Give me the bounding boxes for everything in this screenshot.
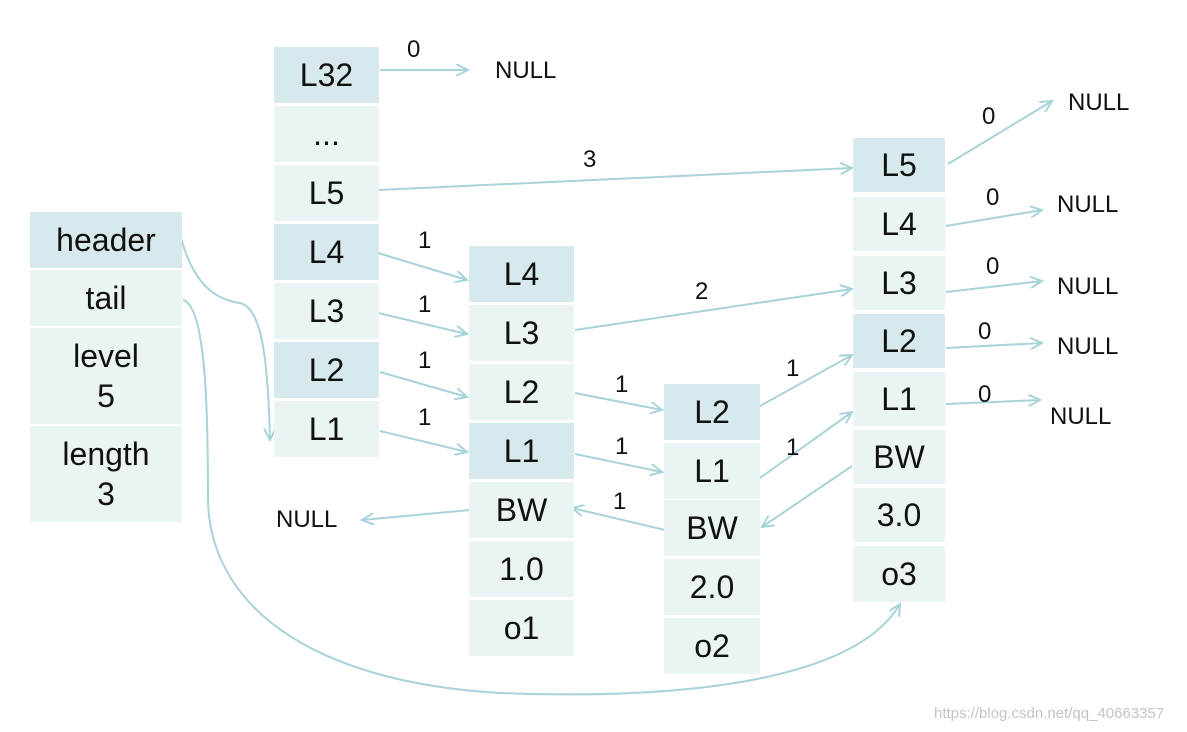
node1-level-1: L1	[469, 423, 574, 479]
node1-level-3: L3	[469, 305, 574, 361]
null-header-l32: NULL	[495, 57, 557, 84]
arrow-header-l5-node3	[377, 168, 852, 191]
header-node-level-5: L5	[274, 165, 379, 221]
null-node3-l3: NULL	[1057, 273, 1119, 300]
node1-level-2: L2	[469, 364, 574, 420]
arrow-node1-l1-node2	[574, 453, 662, 472]
arrow-node1-l3-node3	[574, 289, 852, 331]
node1-score: 1.0	[469, 541, 574, 597]
null-node3-l2: NULL	[1057, 333, 1119, 360]
arrow-node1-l2-node2	[574, 392, 662, 410]
span-node1-l1: 1	[615, 433, 629, 460]
arrow-node2-l2-node3	[759, 355, 852, 407]
node2-score: 2.0	[664, 559, 760, 615]
arrow-node3-l5-null	[947, 101, 1052, 165]
node3-level-3: L3	[853, 256, 945, 310]
list-length-field: length 3	[30, 426, 182, 522]
node2-object: o2	[664, 618, 760, 674]
span-node2-l2: 1	[786, 355, 800, 382]
arrow-header-l2-node1	[379, 371, 467, 397]
span-header-l1: 1	[418, 404, 432, 431]
null-node3-l1: NULL	[1050, 403, 1112, 430]
arrow-node3-l2-null	[945, 343, 1042, 348]
arrow-header-to-header-node	[177, 225, 270, 440]
node1-object: o1	[469, 600, 574, 656]
span-node3-l5: 0	[982, 103, 996, 130]
node3-backward: BW	[853, 430, 945, 484]
node3-level-5: L5	[853, 138, 945, 192]
null-node3-l5: NULL	[1068, 89, 1130, 116]
arrow-node3-l4-null	[945, 210, 1042, 227]
arrow-node3-l3-null	[945, 281, 1042, 293]
header-node-level-4: L4	[274, 224, 379, 280]
span-node3-l2: 0	[978, 318, 992, 345]
span-header-l3: 1	[418, 291, 432, 318]
span-node1-l3: 2	[695, 278, 709, 305]
span-header-l32: 0	[407, 36, 421, 63]
span-header-l5: 3	[583, 146, 597, 173]
arrow-header-l4-node1	[377, 252, 467, 280]
node2-backward: BW	[664, 500, 760, 556]
node2-level-2: L2	[664, 384, 760, 440]
arrow-node2-bw-node1	[572, 508, 666, 531]
list-header-field: header	[30, 212, 182, 268]
node3-level-1: L1	[853, 372, 945, 426]
span-node3-l3: 0	[986, 253, 1000, 280]
node2-level-1: L1	[664, 443, 760, 499]
arrow-tail-to-node3	[182, 299, 900, 696]
null-node3-l4: NULL	[1057, 191, 1119, 218]
list-tail-field: tail	[30, 270, 182, 326]
null-node1-backward: NULL	[276, 506, 338, 533]
span-header-l4: 1	[418, 227, 432, 254]
span-header-l2: 1	[418, 347, 432, 374]
node1-level-4: L4	[469, 246, 574, 302]
arrow-node3-l1-null	[945, 400, 1040, 404]
arrow-header-l3-node1	[377, 312, 467, 334]
header-node-level-1: L1	[274, 401, 379, 457]
header-node-level-32: L32	[274, 47, 379, 103]
span-node3-l4: 0	[986, 184, 1000, 211]
arrow-header-l1-node1	[379, 430, 467, 452]
node3-level-4: L4	[853, 197, 945, 251]
header-node-level-ellipsis: ...	[274, 106, 379, 162]
node3-object: o3	[853, 546, 945, 602]
span-node2-l1: 1	[786, 434, 800, 461]
span-node2-backward: 1	[613, 488, 627, 515]
span-node1-l2: 1	[615, 371, 629, 398]
list-level-field: level 5	[30, 328, 182, 424]
node3-score: 3.0	[853, 488, 945, 542]
node1-backward: BW	[469, 482, 574, 538]
header-node-level-2: L2	[274, 342, 379, 398]
watermark: https://blog.csdn.net/qq_40663357	[934, 705, 1165, 722]
arrow-node3-bw-node2	[762, 465, 853, 527]
arrow-node2-l1-node3	[759, 412, 852, 479]
arrow-node1-bw-null	[362, 509, 471, 520]
node3-level-2: L2	[853, 314, 945, 368]
span-node3-l1: 0	[978, 381, 992, 408]
header-node-level-3: L3	[274, 283, 379, 339]
